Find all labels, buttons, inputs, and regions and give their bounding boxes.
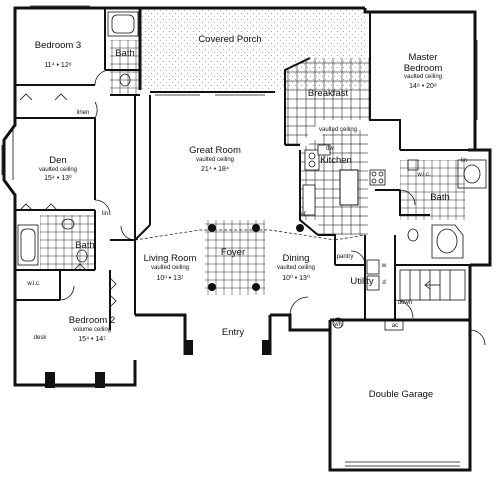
room-label-dining: Dining vaulted ceiling 10⁰ • 13⁰ xyxy=(277,253,315,282)
svg-text:21⁴ • 18⁴: 21⁴ • 18⁴ xyxy=(201,166,229,173)
svg-text:Den: Den xyxy=(49,155,66,166)
kitchen-ceiling-label: vaulted ceiling xyxy=(319,127,357,133)
water-heater xyxy=(332,317,344,329)
svg-text:Great Room: Great Room xyxy=(189,145,241,156)
room-label-kitchen: Kitchen xyxy=(320,155,352,166)
washer-label: w xyxy=(381,263,387,269)
door-swings xyxy=(59,69,486,346)
wic-label-bed2: w.i.c. xyxy=(26,281,41,287)
svg-text:vaulted ceiling: vaulted ceiling xyxy=(151,265,189,271)
room-label-living-room: Living Room vaulted ceiling 10⁰ • 13⁲ xyxy=(144,253,197,282)
closet-doors xyxy=(19,93,117,308)
lin-label-left: lin xyxy=(102,211,108,217)
room-label-breakfast: Breakfast xyxy=(308,88,348,99)
lin-label-master: lin xyxy=(461,158,467,164)
room-label-utility: Utility xyxy=(350,276,373,287)
svg-text:Bedroom: Bedroom xyxy=(404,63,443,74)
svg-text:vaulted ceiling: vaulted ceiling xyxy=(404,74,442,80)
exterior-walls xyxy=(2,6,492,472)
interior-walls xyxy=(15,8,470,330)
porch-floor xyxy=(140,10,365,90)
room-label-bath-master: Bath xyxy=(430,192,450,203)
svg-text:Living Room: Living Room xyxy=(144,253,197,264)
svg-text:10⁰ • 13⁲: 10⁰ • 13⁲ xyxy=(157,275,184,282)
svg-text:15⁴ • 13⁰: 15⁴ • 13⁰ xyxy=(44,174,72,182)
dryer-label: d xyxy=(382,280,385,286)
utility-fixtures xyxy=(366,259,466,301)
sliding-doors xyxy=(155,11,460,96)
ref-label: ref xyxy=(298,212,305,218)
garage-door xyxy=(345,319,460,467)
pantry-label: pantry xyxy=(337,254,354,260)
svg-text:15⁴ • 14⁲: 15⁴ • 14⁲ xyxy=(78,336,106,343)
svg-text:vaulted ceiling: vaulted ceiling xyxy=(277,265,315,271)
linen-label: linen xyxy=(77,110,90,116)
wh-label: wh xyxy=(333,322,342,328)
room-label-den: Den vaulted ceiling 15⁴ • 13⁰ xyxy=(39,155,77,182)
windows xyxy=(1,5,478,388)
columns xyxy=(45,224,304,388)
room-label-foyer: Foyer xyxy=(221,247,245,258)
svg-text:11⁴ • 12⁸: 11⁴ • 12⁸ xyxy=(44,62,71,69)
svg-text:Bedroom 3: Bedroom 3 xyxy=(35,40,81,51)
down-label: down xyxy=(398,300,412,306)
room-label-master-bedroom: Master Bedroom vaulted ceiling 14⁸ • 20⁸ xyxy=(404,52,443,90)
dw-label: dw xyxy=(326,146,334,152)
room-label-bath-left: Bath xyxy=(75,240,95,251)
room-label-bedroom3: Bedroom 3 11⁴ • 12⁸ xyxy=(35,40,81,69)
svg-text:10⁰ • 13⁰: 10⁰ • 13⁰ xyxy=(282,274,310,282)
svg-text:vaulted ceiling: vaulted ceiling xyxy=(196,157,234,163)
ac-label: ac xyxy=(392,323,398,329)
svg-text:volume ceiling: volume ceiling xyxy=(73,327,111,333)
room-label-double-garage: Double Garage xyxy=(369,389,433,400)
room-label-covered-porch: Covered Porch xyxy=(198,34,261,45)
room-label-bedroom2: Bedroom 2 volume ceiling 15⁴ • 14⁲ xyxy=(69,315,115,343)
svg-text:Master: Master xyxy=(408,52,437,63)
svg-text:Dining: Dining xyxy=(283,253,310,264)
svg-text:Bedroom 2: Bedroom 2 xyxy=(69,315,115,326)
desk-label: desk xyxy=(34,335,48,341)
kitchen-fixtures xyxy=(302,144,386,216)
foyer-tile-floor xyxy=(205,220,265,295)
room-label-bath-top: Bath xyxy=(115,48,135,59)
bath-fixtures xyxy=(17,11,487,266)
bath-tile-floor xyxy=(40,40,465,270)
wic-label-master: w.i.c. xyxy=(416,172,431,178)
svg-text:14⁸ • 20⁸: 14⁸ • 20⁸ xyxy=(409,83,437,90)
ceiling-lines xyxy=(134,229,366,241)
room-label-great-room: Great Room vaulted ceiling 21⁴ • 18⁴ xyxy=(189,145,241,173)
room-label-entry: Entry xyxy=(222,327,244,338)
svg-text:vaulted ceiling: vaulted ceiling xyxy=(39,167,77,173)
